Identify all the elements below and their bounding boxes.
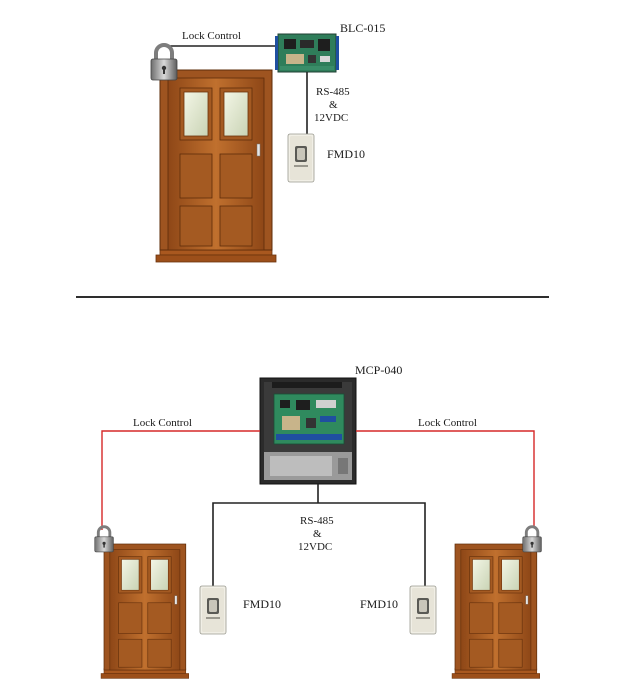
bottom-right-door-icon	[451, 543, 541, 679]
bottom-lock-control-label-right: Lock Control	[418, 417, 477, 429]
blc-015-label: BLC-015	[340, 21, 385, 35]
bottom-rs485-bus	[212, 502, 426, 588]
bottom-bus-label-line2: &	[313, 528, 322, 540]
top-diagram: Lock Control BLC-015 RS-485 & 12VDC FMD1…	[149, 21, 385, 263]
bottom-left-fmd10-label: FMD10	[243, 597, 281, 611]
bottom-left-padlock-icon	[93, 525, 115, 554]
bottom-right-fmd10-reader-icon	[409, 585, 437, 635]
top-bus-label-line1: RS-485	[316, 86, 350, 98]
bottom-left-lock-wire	[101, 430, 260, 530]
bottom-lock-control-label-left: Lock Control	[133, 417, 192, 429]
bottom-bus-label-line1: RS-485	[300, 515, 334, 527]
bottom-right-lock-wire	[356, 430, 535, 528]
bottom-right-padlock-icon	[521, 525, 543, 554]
mcp-040-enclosure	[259, 377, 357, 485]
top-padlock-icon	[149, 43, 179, 82]
bottom-left-door-icon	[100, 543, 190, 679]
top-lock-control-label: Lock Control	[182, 30, 241, 42]
bottom-right-fmd10-label: FMD10	[360, 597, 398, 611]
bottom-left-fmd10-reader-icon	[199, 585, 227, 635]
top-door-icon	[155, 69, 277, 263]
top-bus-label-line3: 12VDC	[314, 112, 348, 124]
bottom-diagram: MCP-040 Lock Control Lock Control RS-485…	[93, 363, 543, 679]
top-fmd10-label: FMD10	[327, 147, 365, 161]
bottom-bus-label-line3: 12VDC	[298, 541, 332, 553]
mcp-040-label: MCP-040	[355, 363, 402, 377]
blc-015-board	[275, 33, 339, 73]
top-fmd10-reader-icon	[287, 133, 315, 183]
top-bus-label-line2: &	[329, 99, 338, 111]
